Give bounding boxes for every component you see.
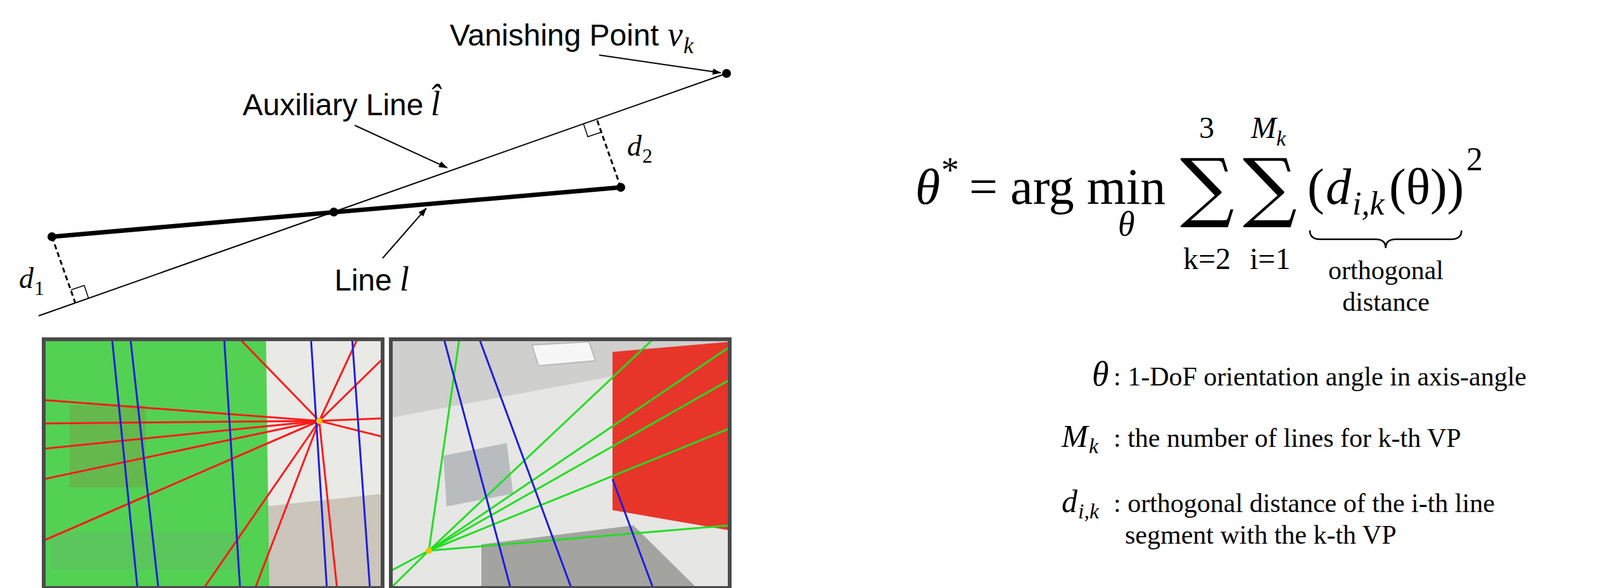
subscript: 1: [34, 278, 45, 299]
vp-line-green: [390, 551, 429, 572]
vp-line-blue: [112, 339, 138, 588]
sum-limit: 3: [1199, 112, 1215, 144]
sum-limit: k=2: [1183, 243, 1231, 275]
segmented-plane: [43, 339, 270, 588]
geometry-figure: [38, 55, 731, 317]
sign: [50, 532, 241, 571]
vp-line-red: [319, 418, 383, 422]
poster: [69, 405, 146, 488]
line-label: Line: [334, 265, 393, 296]
vp-line-red: [319, 359, 383, 422]
superscript: 2: [1466, 143, 1483, 177]
vp-line-blue: [224, 339, 241, 588]
vp-line-red: [319, 339, 358, 422]
summation-symbol: ∑: [1180, 148, 1235, 225]
vp-line-green: [428, 428, 730, 552]
line-symbol: l: [399, 262, 410, 297]
photo-examples: [43, 339, 730, 588]
window: [443, 443, 514, 507]
ceiling-light: [532, 342, 596, 367]
vp-symbol: v: [667, 17, 683, 52]
photo-background: [43, 339, 383, 588]
endpoint-dot: [616, 183, 626, 192]
vp-line-green: [428, 339, 460, 552]
aux-line-label: Auxiliary Line: [242, 89, 424, 121]
vanishing-point-marker: [316, 418, 323, 425]
vp-line-blue: [444, 339, 511, 588]
subscript: k: [1276, 127, 1286, 150]
subscript: i,k: [1352, 187, 1385, 221]
photo-left: [43, 339, 383, 588]
vanishing-point-dot: [722, 69, 731, 78]
equation-symbol: θ: [915, 161, 940, 213]
subscript: i,k: [1078, 501, 1099, 523]
photo-right: [390, 339, 730, 588]
photo-frame: [43, 339, 383, 588]
vp-line-red: [43, 421, 320, 480]
vp-label: Vanishing Point: [449, 20, 659, 51]
leader-arrow: [354, 125, 448, 168]
equation-operator: = arg min: [969, 161, 1166, 213]
underbrace-path: [1309, 230, 1462, 249]
vp-line-red: [203, 421, 320, 588]
sum-limit: M: [1250, 112, 1277, 144]
midpoint-dot: [329, 207, 339, 217]
leader-arrow: [382, 208, 427, 259]
aux-line-symbol: l̂: [430, 86, 441, 121]
summation-symbol: ∑: [1242, 148, 1298, 225]
superscript: *: [941, 152, 959, 189]
subscript: k: [1088, 435, 1099, 458]
vp-line-blue: [130, 339, 159, 588]
underbrace-note: orthogonal distance: [1313, 254, 1459, 318]
vp-line-green: [390, 551, 429, 588]
vp-line-green: [428, 339, 654, 552]
definition-symbol: d: [1061, 485, 1078, 518]
vp-line-red: [255, 421, 320, 588]
subscript: 2: [642, 145, 653, 166]
definition-symbol: M: [1061, 420, 1089, 453]
distance-symbol: d: [627, 131, 642, 161]
underbrace: [1309, 230, 1462, 249]
definition-symbol: θ: [1092, 357, 1110, 392]
distance-d1: [51, 236, 76, 304]
photo-background: [390, 339, 730, 588]
right-angle-mark: [583, 123, 602, 137]
distance-symbol: d: [19, 264, 34, 294]
furniture: [481, 525, 697, 588]
wall: [266, 339, 383, 588]
subscript: k: [683, 34, 694, 58]
right-angle-mark: [70, 285, 89, 299]
vp-line-green: [428, 525, 730, 552]
equation-term: (θ)): [1389, 161, 1464, 213]
vp-line-red: [240, 339, 320, 422]
vp-line-red: [43, 421, 320, 424]
vanishing-point-marker: [425, 547, 432, 555]
vp-line-blue: [479, 339, 572, 588]
parenthesis: (: [1307, 161, 1325, 213]
vp-line-red: [43, 421, 320, 450]
vp-line-blue: [612, 479, 654, 588]
definition-text: : the number of lines for k-th VP: [1113, 425, 1462, 452]
vp-line-blue: [352, 339, 370, 588]
definition-text: : 1-DoF orientation angle in axis-angle: [1113, 363, 1527, 391]
vp-line-red: [319, 421, 383, 438]
line-segment: [51, 187, 621, 237]
vp-line-red: [43, 400, 320, 422]
photo-frame: [390, 339, 730, 588]
equation-symbol: d: [1325, 161, 1352, 213]
sum-limit: i=1: [1249, 243, 1291, 275]
definition-text: : orthogonal distance of the i-th line s…: [1113, 487, 1519, 552]
leader-arrow: [599, 55, 721, 73]
auxiliary-line: [38, 73, 727, 317]
endpoint-dot: [47, 232, 57, 242]
distance-d2: [596, 119, 621, 188]
vp-line-green: [428, 380, 730, 552]
vp-line-blue: [311, 339, 327, 588]
equation-subscript: θ: [1117, 207, 1136, 242]
